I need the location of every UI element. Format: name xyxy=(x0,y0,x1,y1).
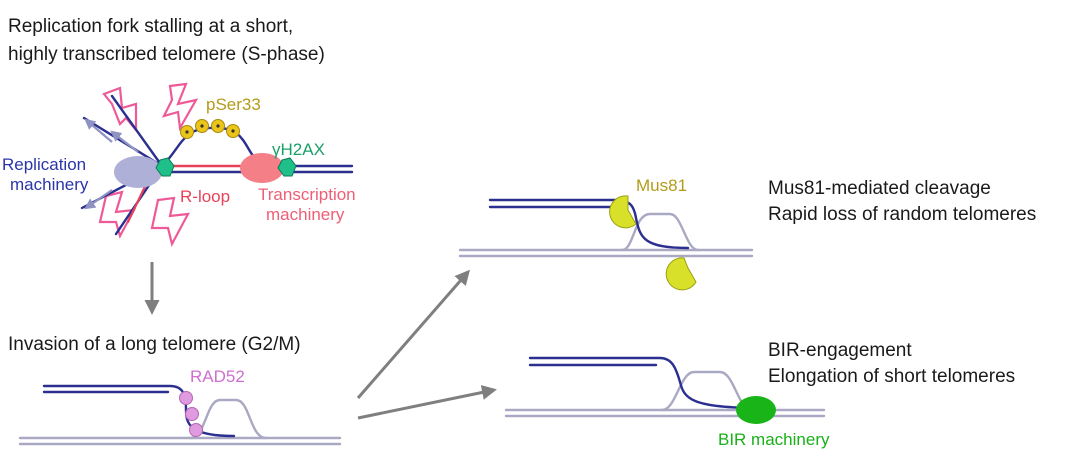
gamma-h2ax-marker xyxy=(277,157,297,177)
pser33-label: pSer33 xyxy=(206,95,261,114)
bir-outcome-line2: Elongation of short telomeres xyxy=(768,366,1015,387)
mus81-strands xyxy=(458,198,754,258)
branch-arrow-icon xyxy=(356,269,470,399)
gamma-h2ax-label: γH2AX xyxy=(272,140,325,159)
transcription-machinery-label-line1: Transcription xyxy=(258,185,356,204)
stalling-title-line1: Replication fork stalling at a short, xyxy=(8,16,293,37)
replication-machinery-complex xyxy=(114,156,162,188)
stalling-title-line2: highly transcribed telomere (S-phase) xyxy=(8,44,325,65)
mus81-complex xyxy=(609,195,637,229)
mus81-panel: Mus81 Mus81-mediated cleavage Rapid loss… xyxy=(458,176,1036,291)
gamma-h2ax-marker xyxy=(155,157,175,177)
mus81-outcome-line1: Mus81-mediated cleavage xyxy=(768,178,991,199)
bir-machinery-complex xyxy=(736,396,776,424)
bir-panel: BIR machinery BIR-engagement Elongation … xyxy=(504,340,1015,449)
mus81-label: Mus81 xyxy=(636,176,687,195)
mus81-outcome-line2: Rapid loss of random telomeres xyxy=(768,204,1036,225)
pser33-phospho-beads xyxy=(180,119,240,139)
transcription-machinery-label-line2: machinery xyxy=(266,205,345,224)
arrow-icon xyxy=(110,130,139,153)
arrow-icon xyxy=(84,118,113,143)
invasion-title: Invasion of a long telomere (G2/M) xyxy=(8,334,301,355)
replication-machinery-label-line2: machinery xyxy=(10,175,89,194)
bir-machinery-label: BIR machinery xyxy=(718,430,830,449)
rad52-label: RAD52 xyxy=(190,367,245,386)
r-loop-label: R-loop xyxy=(180,187,230,206)
lightning-icon xyxy=(161,82,199,132)
bir-outcome-line1: BIR-engagement xyxy=(768,340,912,361)
mus81-complex xyxy=(665,257,697,291)
branch-arrow-icon xyxy=(357,385,497,420)
fork-direction-arrows xyxy=(84,118,139,210)
lightning-icon xyxy=(150,196,190,248)
replication-machinery-label-line1: Replication xyxy=(2,155,86,174)
rad52-complex xyxy=(179,391,203,437)
lightning-icon xyxy=(98,190,136,239)
invasion-panel: Invasion of a long telomere (G2/M) RAD52 xyxy=(8,334,342,446)
arrow-icon xyxy=(84,189,113,210)
fork-stalling-panel: Replication fork stalling at a short, hi… xyxy=(2,16,356,248)
transcription-machinery-complex xyxy=(240,153,284,183)
